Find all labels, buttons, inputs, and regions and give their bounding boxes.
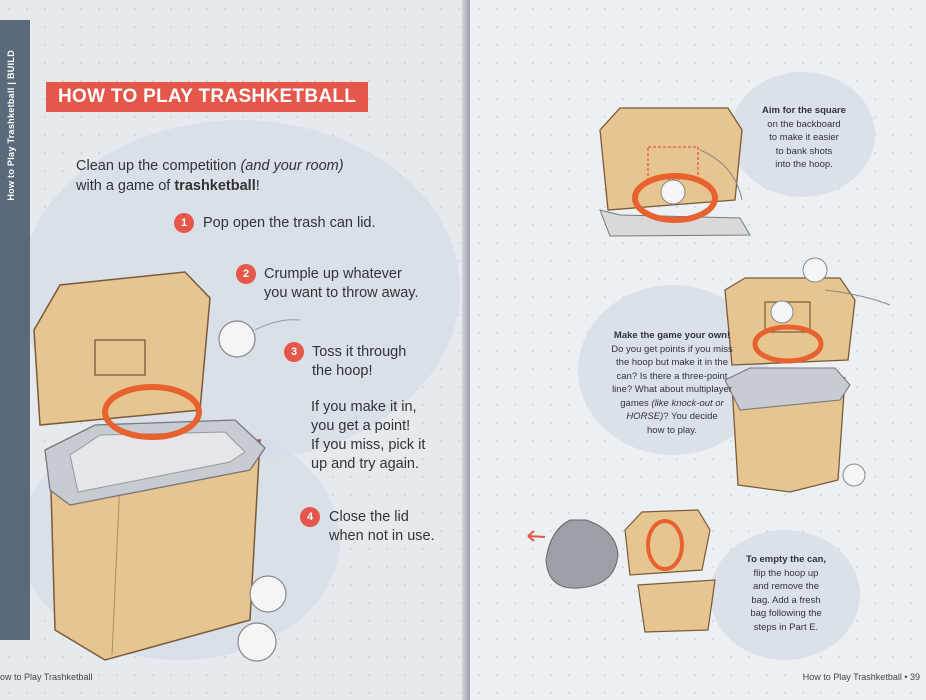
- paper-ball: [218, 320, 256, 358]
- intro-line2: with a game of: [76, 178, 171, 194]
- empty-annotation: To empty the can, flip the hoop up and r…: [745, 554, 827, 633]
- trash-can-illustration: [33, 271, 301, 662]
- intro-text: Clean up the competition (and your room)…: [76, 156, 406, 196]
- intro-bold: trashketball: [174, 178, 256, 194]
- intro-punct: !: [255, 178, 260, 194]
- spine-tab: How to Play Trashketball | BUILD: [0, 20, 30, 640]
- step-number-2: 2: [236, 264, 256, 284]
- aim-annotation: Aim for the square on the backboard to m…: [762, 105, 846, 170]
- step-3-detail: If you make it in,you get a point!If you…: [311, 399, 426, 472]
- left-page: How to Play Trashketball | BUILD HOW TO …: [0, 0, 468, 700]
- intro-italic: (and your room): [240, 158, 344, 174]
- paper-ball: [249, 575, 287, 613]
- annotation-blob: [710, 530, 860, 660]
- step-number-4: 4: [300, 507, 320, 527]
- footer-right: How to Play Trashketball • 39: [802, 672, 920, 682]
- step-number-1: 1: [174, 213, 194, 233]
- annotation-blob: [730, 72, 875, 197]
- step-number-3: 3: [284, 342, 304, 362]
- backboard: [33, 271, 211, 426]
- step-1-text: Pop open the trash can lid.: [203, 215, 376, 231]
- backboard-square: [94, 339, 146, 376]
- page-title: HOW TO PLAY TRASHKETBALL: [58, 86, 357, 107]
- footer-left: ow to Play Trashketball: [0, 672, 93, 682]
- aim-illustration: [527, 107, 891, 633]
- paper-ball: [237, 622, 277, 662]
- title-banner: HOW TO PLAY TRASHKETBALL: [46, 82, 368, 112]
- intro-line1: Clean up the competition: [76, 158, 237, 174]
- rules-annotation: Make the game your own! Do you get point…: [611, 330, 733, 436]
- right-page: Aim for the square on the backboard to m…: [470, 0, 926, 700]
- hoop: [102, 384, 202, 440]
